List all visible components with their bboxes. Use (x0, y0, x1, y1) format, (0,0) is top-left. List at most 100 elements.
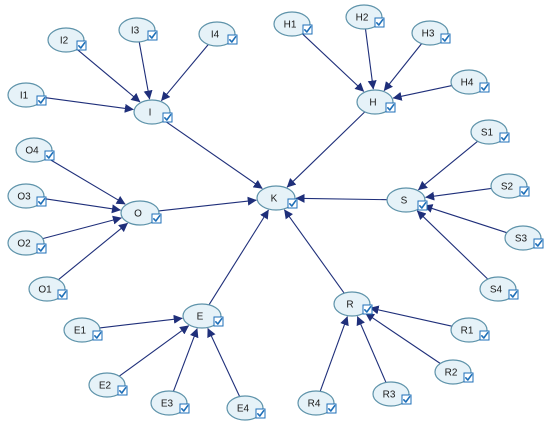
node-s[interactable]: S (386, 187, 428, 213)
checkbox-icon[interactable] (385, 102, 396, 113)
node-o[interactable]: O (120, 200, 162, 226)
checkbox-icon[interactable] (147, 30, 158, 41)
edge-o3-to-o[interactable] (43, 198, 121, 214)
edge-i1-to-i[interactable] (43, 96, 134, 113)
checkbox-icon[interactable] (508, 289, 519, 300)
node-o2-ellipse[interactable] (7, 230, 45, 256)
node-s1-ellipse[interactable] (470, 119, 508, 145)
node-r1-ellipse[interactable] (450, 317, 488, 343)
checkbox-icon[interactable] (302, 24, 313, 35)
checkbox-icon[interactable] (36, 196, 47, 207)
node-s1[interactable]: S1 (470, 119, 510, 145)
checkbox-icon[interactable] (499, 132, 510, 143)
node-e[interactable]: E (182, 303, 224, 329)
node-r2-ellipse[interactable] (434, 359, 472, 385)
node-i2[interactable]: I2 (47, 27, 87, 53)
node-s4-ellipse[interactable] (479, 276, 517, 302)
checkbox-icon[interactable] (179, 403, 190, 414)
node-e1-ellipse[interactable] (63, 317, 101, 343)
edge-o1-to-o[interactable] (58, 222, 128, 281)
edge-r3-to-r[interactable] (356, 316, 387, 383)
node-e4-ellipse[interactable] (226, 395, 264, 421)
node-h2[interactable]: H2 (345, 4, 385, 30)
checkbox-icon[interactable] (479, 82, 490, 93)
node-k-ellipse[interactable] (256, 185, 296, 211)
edge-i4-to-i[interactable] (160, 44, 209, 102)
node-r[interactable]: R (333, 291, 373, 317)
node-e3-ellipse[interactable] (150, 390, 188, 416)
checkbox-icon[interactable] (227, 34, 238, 45)
edge-s-to-k[interactable] (295, 193, 388, 203)
node-o3-ellipse[interactable] (7, 183, 45, 209)
checkbox-icon[interactable] (213, 316, 224, 327)
edge-o2-to-o[interactable] (42, 215, 122, 240)
edge-o4-to-o[interactable] (47, 157, 126, 205)
edge-h-to-k[interactable] (286, 111, 366, 188)
node-r3-ellipse[interactable] (372, 381, 410, 407)
node-e1[interactable]: E1 (63, 317, 103, 343)
node-i1[interactable]: I1 (7, 82, 47, 108)
node-i3-ellipse[interactable] (118, 17, 156, 43)
node-h[interactable]: H (356, 89, 396, 115)
node-o2[interactable]: O2 (7, 230, 47, 256)
node-h-ellipse[interactable] (356, 89, 394, 115)
edge-e-to-k[interactable] (208, 209, 269, 306)
node-i1-ellipse[interactable] (7, 82, 45, 108)
checkbox-icon[interactable] (374, 17, 385, 28)
checkbox-icon[interactable] (76, 40, 87, 51)
checkbox-icon[interactable] (44, 150, 55, 161)
node-h1[interactable]: H1 (273, 11, 313, 37)
checkbox-icon[interactable] (401, 394, 412, 405)
node-o3[interactable]: O3 (7, 183, 47, 209)
checkbox-icon[interactable] (440, 33, 451, 44)
checkbox-icon[interactable] (255, 408, 266, 419)
checkbox-icon[interactable] (117, 385, 128, 396)
node-h3-ellipse[interactable] (411, 20, 449, 46)
checkbox-icon[interactable] (36, 243, 47, 254)
edge-r-to-k[interactable] (283, 209, 345, 294)
node-r-ellipse[interactable] (333, 291, 371, 317)
checkbox-icon[interactable] (36, 95, 47, 106)
edge-r4-to-r[interactable] (319, 316, 349, 392)
node-h4[interactable]: H4 (450, 69, 490, 95)
checkbox-icon[interactable] (162, 112, 173, 123)
checkbox-icon[interactable] (287, 198, 298, 209)
edge-r1-to-r[interactable] (369, 305, 453, 327)
node-i[interactable]: I (133, 99, 173, 125)
checkbox-icon[interactable] (92, 330, 103, 341)
node-o-ellipse[interactable] (120, 200, 160, 226)
node-h2-ellipse[interactable] (345, 4, 383, 30)
node-o1[interactable]: O1 (28, 276, 68, 302)
checkbox-icon[interactable] (479, 330, 490, 341)
checkbox-icon[interactable] (151, 213, 162, 224)
edge-e4-to-e[interactable] (207, 327, 241, 397)
checkbox-icon[interactable] (326, 403, 337, 414)
node-s2[interactable]: S2 (490, 173, 530, 199)
node-r1[interactable]: R1 (450, 317, 490, 343)
node-r4[interactable]: R4 (297, 390, 337, 416)
edge-o-to-k[interactable] (158, 196, 257, 212)
node-e-ellipse[interactable] (182, 303, 222, 329)
node-i-ellipse[interactable] (133, 99, 171, 125)
checkbox-icon[interactable] (519, 186, 530, 197)
edge-i3-to-i[interactable] (138, 41, 153, 100)
node-r3[interactable]: R3 (372, 381, 412, 407)
edge-i-to-k[interactable] (164, 120, 263, 189)
node-s-ellipse[interactable] (386, 187, 426, 213)
node-i3[interactable]: I3 (118, 17, 158, 43)
node-h1-ellipse[interactable] (273, 11, 311, 37)
node-o4[interactable]: O4 (15, 137, 55, 163)
node-o1-ellipse[interactable] (28, 276, 66, 302)
node-i4[interactable]: I4 (198, 21, 238, 47)
node-e4[interactable]: E4 (226, 395, 266, 421)
node-o4-ellipse[interactable] (15, 137, 53, 163)
node-s3-ellipse[interactable] (504, 225, 542, 251)
edge-s1-to-s[interactable] (418, 140, 478, 191)
edge-e1-to-e[interactable] (99, 314, 183, 329)
node-e2-ellipse[interactable] (88, 372, 126, 398)
edge-s4-to-s[interactable] (416, 210, 489, 280)
edge-r2-to-r[interactable] (365, 312, 441, 364)
node-s4[interactable]: S4 (479, 276, 519, 302)
node-h3[interactable]: H3 (411, 20, 451, 46)
node-r2[interactable]: R2 (434, 359, 474, 385)
